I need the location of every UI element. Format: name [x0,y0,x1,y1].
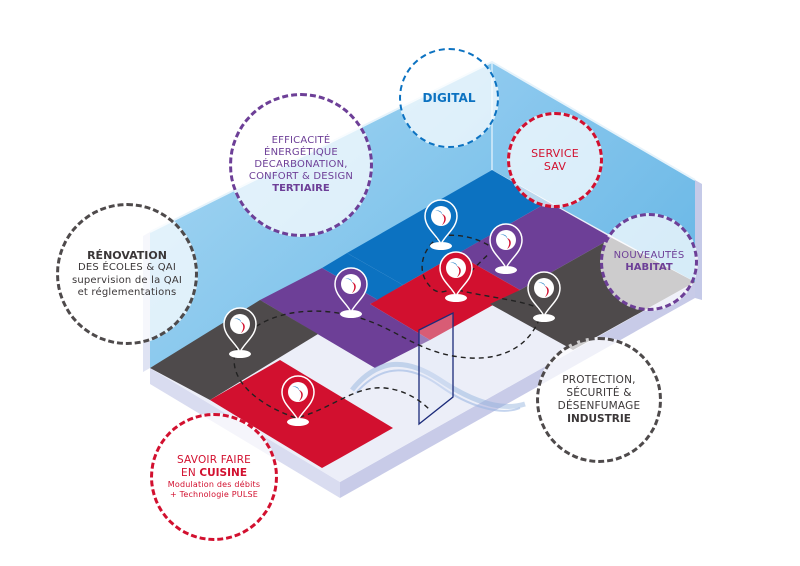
bubble-digital[interactable]: DIGITAL [399,48,499,148]
bubble-sav-line1: SERVICE [531,146,579,160]
brand-swoosh-red-icon [241,322,245,333]
bubble-ecoles-line2: supervision de la QAI [71,274,183,286]
bubble-ecoles-line1: DES ÉCOLES & QAI [78,262,176,274]
bubble-tertiaire-line4: CONFORT & DESIGN [248,171,354,183]
pin-base [287,418,309,426]
pin-base [495,266,517,274]
bubble-tertiaire-line3: DÉCARBONATION, [254,158,348,170]
bubble-cuisine-prefix: EN [180,467,200,480]
bubble-sav[interactable]: SERVICE SAV [507,112,603,208]
tile-purple-back [457,202,612,290]
pin-base [229,350,251,358]
dashed-route [233,234,543,419]
pin-sav[interactable] [439,251,473,302]
pin-disc [341,274,361,294]
bubble-habitat-line1: NOUVEAUTÉS [613,249,685,261]
pin-ecoles[interactable] [223,307,257,358]
glass-door [418,311,454,426]
pin-base [430,242,452,250]
bubble-tertiaire-line1: EFFICACITÉ [271,134,331,146]
bubble-sav-line2: SAV [543,160,567,173]
bubble-tertiaire[interactable]: EFFICACITÉ ÉNERGÉTIQUE DÉCARBONATION, CO… [229,93,373,237]
wall-edge-right [695,180,702,300]
bubble-habitat[interactable]: NOUVEAUTÉS HABITAT [600,213,698,311]
bubble-industrie-line2: SÉCURITÉ & [566,387,632,400]
bubble-cuisine-line2: EN CUISINE [181,467,247,480]
pin-digital[interactable] [424,199,458,250]
pin-cuisine[interactable] [281,375,315,426]
pin-habitat[interactable] [489,223,523,274]
tile-red-center [370,254,520,340]
brand-swoosh-red-icon [352,282,356,293]
bubble-cuisine-line1: SAVOIR FAIRE [176,454,252,467]
pin-disc [230,314,250,334]
bubble-ecoles-title: RÉNOVATION [87,249,167,263]
pin-tertiaire[interactable] [334,267,368,318]
pin-base [340,310,362,318]
pin-disc [446,258,466,278]
brand-swoosh-red-icon [457,266,461,277]
tile-purple-left [260,268,430,368]
bubble-ecoles[interactable]: RÉNOVATION DES ÉCOLES & QAI supervision … [56,203,198,345]
bubble-digital-title: DIGITAL [422,90,476,105]
pin-disc [534,278,554,298]
bubble-industrie-line3: DÉSENFUMAGE [557,400,641,412]
pin-base [445,294,467,302]
brand-swoosh-red-icon [442,214,446,225]
bubble-cuisine-line3: Modulation des débits [167,480,261,490]
pin-disc [431,206,451,226]
bubble-tertiaire-title: TERTIAIRE [272,183,330,195]
floor-slab-right [340,282,695,498]
brand-swoosh-red-icon [507,238,511,249]
bubble-industrie-title: INDUSTRIE [567,412,631,425]
bubble-tertiaire-line2: ÉNERGÉTIQUE [264,146,338,158]
bubble-ecoles-line3: et réglementations [77,286,177,298]
brand-swoosh-red-icon [299,390,303,401]
pin-disc [496,230,516,250]
pin-disc [288,382,308,402]
pin-industrie[interactable] [527,271,561,322]
bubble-industrie-line1: PROTECTION, [562,374,636,387]
pin-base [533,314,555,322]
bubble-industrie[interactable]: PROTECTION, SÉCURITÉ & DÉSENFUMAGE INDUS… [536,337,662,463]
airflow-wave [350,361,526,409]
bubble-habitat-title: HABITAT [625,262,673,273]
bubble-cuisine[interactable]: SAVOIR FAIRE EN CUISINE Modulation des d… [150,413,278,541]
bubble-cuisine-title: CUISINE [199,467,247,480]
brand-swoosh-red-icon [545,286,549,297]
bubble-cuisine-line4: + Technologie PULSE [169,489,259,499]
tile-gray-left [150,300,318,400]
